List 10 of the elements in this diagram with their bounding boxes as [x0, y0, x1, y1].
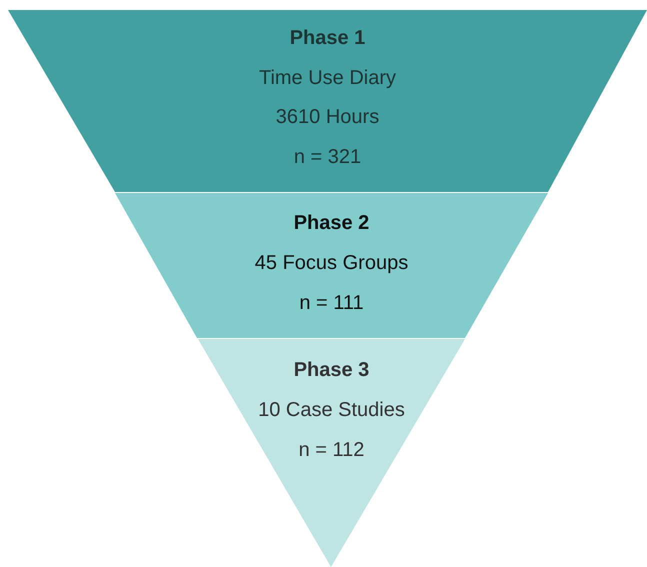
- phase-heading: Phase 1: [290, 26, 366, 50]
- phase-heading: Phase 2: [294, 211, 370, 235]
- phase-detail-text: n = 112: [298, 438, 364, 462]
- phase-heading: Phase 3: [294, 358, 370, 382]
- phase-detail-text: n = 321: [294, 144, 362, 168]
- phase-detail-text: 3610 Hours: [276, 105, 380, 129]
- phase-detail-text: 10 Case Studies: [258, 398, 405, 422]
- phase-detail-text: Time Use Diary: [258, 66, 396, 90]
- phase-detail-text: n = 111: [299, 291, 364, 315]
- phase-detail-text: 45 Focus Groups: [254, 251, 408, 275]
